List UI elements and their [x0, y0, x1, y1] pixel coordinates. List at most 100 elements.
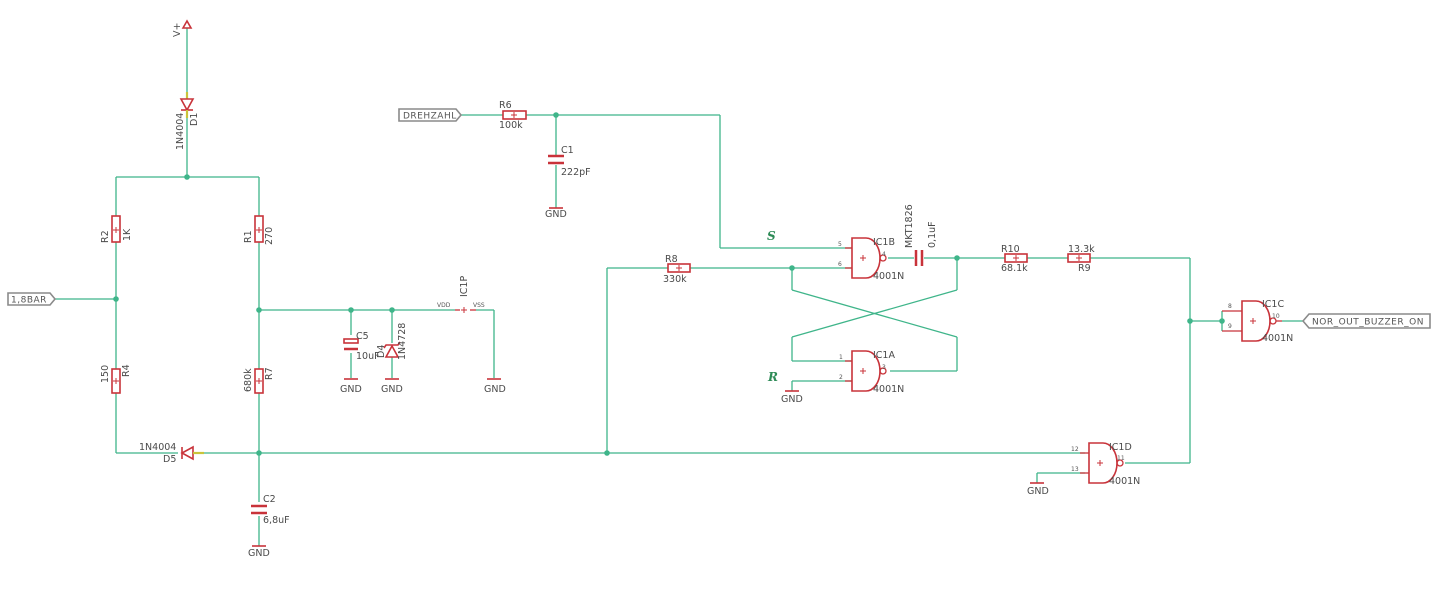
capacitor-c2[interactable]: C2 6,8uF: [251, 494, 290, 526]
junction-dot: [256, 450, 262, 456]
d1-name: D1: [189, 113, 200, 126]
d1-value: 1N4004: [175, 113, 186, 150]
r4-name: R4: [121, 364, 132, 377]
d5-value: 1N4004: [139, 442, 176, 453]
resistor-r7[interactable]: 680k R7: [243, 367, 275, 394]
ic1c-pin8: 8: [1228, 303, 1232, 310]
gnd-ic1d: GND: [1027, 482, 1049, 497]
diode-d1[interactable]: 1N4004 D1: [175, 92, 200, 150]
net-label-s: S: [767, 229, 776, 243]
ic1a-value: 4001N: [873, 384, 904, 395]
junction-dot: [256, 307, 262, 313]
d5-name: D5: [163, 454, 176, 465]
r8-value: 330k: [663, 274, 687, 285]
zener-d4[interactable]: D4 1N4728: [376, 323, 408, 360]
svg-text:GND: GND: [248, 548, 270, 559]
port-nor-out-buzzer-on[interactable]: NOR_OUT_BUZZER_ON: [1301, 313, 1431, 329]
ic1d-pin13: 13: [1071, 466, 1079, 473]
r8-name: R8: [665, 254, 678, 265]
gate-ic1c[interactable]: 8 9 10 IC1C 4001N: [1222, 299, 1293, 344]
ic1p-vdd: VDD: [437, 302, 451, 309]
gnd-c5: GND: [340, 378, 362, 395]
ic1b-value: 4001N: [873, 271, 904, 282]
gnd-symbols: GND GND GND GND GND GND GND: [248, 207, 1049, 559]
junction-dot: [604, 450, 610, 456]
junction-dot: [553, 112, 559, 118]
capacitor-c1[interactable]: C1 222pF: [548, 145, 591, 178]
r4-value: 150: [100, 365, 111, 383]
gate-ic1d[interactable]: 12 13 11 IC1D 4001N: [1071, 442, 1140, 487]
gate-ic1b[interactable]: 5 6 4 IC1B 4001N: [838, 237, 904, 282]
port-drehzahl[interactable]: DREHZAHL: [398, 108, 463, 122]
r9-name: R9: [1078, 263, 1091, 274]
ic1p-power[interactable]: VDD VSS IC1P: [437, 276, 485, 313]
junction-dot: [389, 307, 395, 313]
ic1a-pin3: 3: [882, 364, 886, 371]
ic1b-pin5: 5: [838, 241, 842, 248]
c2-value: 6,8uF: [263, 515, 290, 526]
ic1c-name: IC1C: [1262, 299, 1284, 310]
ic1c-value: 4001N: [1262, 333, 1293, 344]
resistor-r6[interactable]: R6 100k: [499, 100, 527, 131]
port-1-8bar[interactable]: 1,8BAR: [7, 292, 57, 306]
ic1p-name: IC1P: [459, 276, 470, 297]
c5-name: C5: [356, 331, 369, 342]
ic1d-value: 4001N: [1109, 476, 1140, 487]
gate-ic1a[interactable]: 1 2 3 IC1A 4001N: [839, 350, 904, 395]
junction-dot: [348, 307, 354, 313]
r6-value: 100k: [499, 120, 523, 131]
ic1a-name: IC1A: [873, 350, 895, 361]
resistor-r1[interactable]: R1 270: [243, 215, 275, 245]
svg-text:GND: GND: [484, 384, 506, 395]
r9-value: 13.3k: [1068, 244, 1095, 255]
junction-dot: [954, 255, 960, 261]
vplus-label: V+: [172, 23, 183, 37]
port-nor-out-label: NOR_OUT_BUZZER_ON: [1312, 318, 1424, 328]
svg-text:GND: GND: [381, 384, 403, 395]
capacitor-mkt1826[interactable]: MKT1826 0,1uF: [904, 204, 938, 266]
junction-dot: [113, 296, 119, 302]
svg-text:GND: GND: [545, 209, 567, 220]
diode-d5[interactable]: 1N4004 D5: [139, 442, 204, 465]
r2-value: 1K: [122, 228, 133, 241]
c5-value: 10uF: [356, 351, 380, 362]
ic1b-pin4: 4: [882, 251, 886, 258]
junctions: [113, 112, 1225, 456]
capacitor-c5[interactable]: C5 10uF: [343, 331, 380, 362]
gnd-c1: GND: [545, 207, 567, 220]
junction-dot: [184, 174, 190, 180]
c1-name: C1: [561, 145, 574, 156]
ic1c-pin9: 9: [1228, 323, 1232, 330]
vplus-supply: V+: [172, 19, 193, 37]
r2-name: R2: [100, 230, 111, 243]
d4-name: D4: [376, 345, 387, 358]
resistor-r9[interactable]: 13.3k R9: [1067, 244, 1095, 274]
ic1a-pin2: 2: [839, 374, 843, 381]
cmkt-name: MKT1826: [904, 204, 915, 248]
ic1d-pin11: 11: [1117, 455, 1125, 462]
ic1b-pin6: 6: [838, 261, 842, 268]
r10-value: 68.1k: [1001, 263, 1028, 274]
ic1d-pin12: 12: [1071, 446, 1079, 453]
gnd-vss: GND: [484, 378, 506, 395]
c1-value: 222pF: [561, 167, 591, 178]
resistor-r10[interactable]: R10 68.1k: [1001, 244, 1028, 274]
resistor-r8[interactable]: R8 330k: [663, 254, 691, 285]
ic1b-name: IC1B: [873, 237, 895, 248]
wires: [55, 28, 1303, 546]
resistor-r4[interactable]: 150 R4: [100, 364, 132, 394]
ic1a-pin1: 1: [839, 354, 843, 361]
wire-latch-cross2: [791, 289, 958, 338]
d4-value: 1N4728: [397, 323, 408, 360]
junction-dot: [1187, 318, 1193, 324]
gnd-c2: GND: [248, 545, 270, 559]
resistor-r2[interactable]: R2 1K: [100, 215, 133, 243]
r10-name: R10: [1001, 244, 1020, 255]
net-label-r: R: [767, 370, 778, 384]
junction-dot: [1219, 318, 1225, 324]
c2-name: C2: [263, 494, 276, 505]
r1-name: R1: [243, 230, 254, 243]
gnd-d4: GND: [381, 378, 403, 395]
svg-text:GND: GND: [1027, 486, 1049, 497]
